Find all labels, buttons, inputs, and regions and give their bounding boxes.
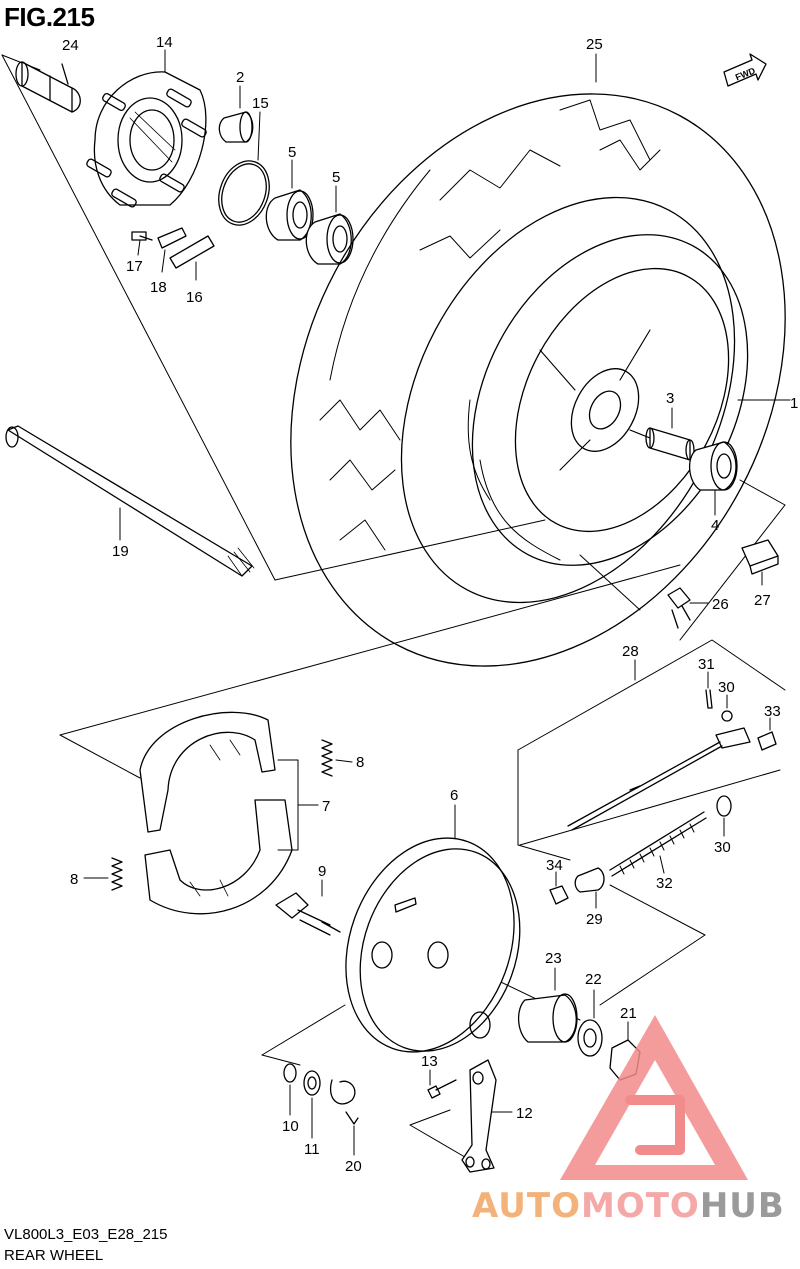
callout-22: 22: [585, 971, 602, 988]
brand-hub: HUB: [699, 1186, 785, 1226]
callout-24: 24: [62, 37, 79, 54]
part-29-joint: [574, 867, 605, 909]
part-6-brake-panel: [345, 804, 521, 1053]
part-3-spacer: [645, 407, 695, 461]
callout-4: 4: [711, 517, 719, 534]
watermark-brand: AUTOMOTOHUB: [472, 1186, 785, 1226]
callout-9: 9: [318, 863, 326, 880]
callout-29: 29: [586, 911, 603, 928]
callout-16: 16: [186, 289, 203, 306]
part-18-plate: [157, 227, 187, 273]
callout-13: 13: [421, 1053, 438, 1070]
part-8-spring-upper: [321, 739, 353, 777]
part-17-bolt: [131, 231, 153, 256]
callout-17: 17: [126, 258, 143, 275]
callout-30-upper: 30: [718, 679, 735, 696]
callout-25: 25: [586, 36, 603, 53]
part-1-rim: [467, 234, 791, 566]
part-16-lock-plate: [169, 235, 215, 281]
part-13-bolt: [427, 1069, 457, 1099]
part-30-washer-upper: [721, 694, 733, 722]
callout-3: 3: [666, 390, 674, 407]
part-26-valve: [667, 587, 709, 629]
callout-30-lower: 30: [714, 839, 731, 856]
callout-1: 1: [790, 395, 798, 412]
callout-6: 6: [450, 787, 458, 804]
brand-auto: AUTO: [472, 1186, 581, 1226]
part-28-brake-rod: [567, 659, 751, 831]
part-15-o-ring: [218, 111, 270, 226]
figure-title: FIG.215: [4, 2, 95, 32]
part-7-brake-shoe-upper: [139, 711, 276, 833]
part-24-damper-tube: [15, 61, 81, 113]
callout-15: 15: [252, 95, 269, 112]
part-33-bolt: [757, 717, 777, 751]
part-2-collar: [218, 85, 254, 143]
part-5-bearing-a: [265, 159, 314, 241]
callout-labels: 1 2 3 4 5 5 6 7 8 8 9 10 11 12 13 14 15 …: [62, 34, 798, 1175]
callout-20: 20: [345, 1158, 362, 1175]
callout-33: 33: [764, 703, 781, 720]
part-34-nut: [549, 871, 569, 905]
callout-7: 7: [322, 798, 330, 815]
callout-31: 31: [698, 656, 715, 673]
part-23-spacer: [517, 967, 578, 1043]
callout-23: 23: [545, 950, 562, 967]
part-14-hub-sprocket-mount: [86, 49, 207, 208]
brand-moto: MOTO: [580, 1186, 700, 1226]
callout-8-lower: 8: [70, 871, 78, 888]
callout-14: 14: [156, 34, 173, 51]
callout-12: 12: [516, 1105, 533, 1122]
part-31-cotter-pin: [705, 671, 713, 709]
fwd-arrow-icon: FWD: [723, 53, 767, 87]
callout-32: 32: [656, 875, 673, 892]
section-name: REAR WHEEL: [4, 1247, 104, 1264]
part-10-washer: [283, 1063, 297, 1116]
callout-5-first: 5: [288, 144, 296, 161]
callout-2: 2: [236, 69, 244, 86]
part-7-brake-shoe-lower: [144, 799, 293, 915]
callout-28: 28: [622, 643, 639, 660]
part-27-valve-cap: [741, 539, 779, 586]
part-8-spring-lower: [83, 857, 123, 891]
part-11-seal: [303, 1070, 321, 1139]
part-32-spring: [609, 811, 707, 877]
callout-8-upper: 8: [356, 754, 364, 771]
callout-19: 19: [112, 543, 129, 560]
part-25-tire: [290, 53, 786, 667]
callout-26: 26: [712, 596, 729, 613]
callout-11: 11: [304, 1141, 320, 1158]
callout-10: 10: [282, 1118, 299, 1135]
part-22-washer: [577, 989, 603, 1057]
part-30-washer-lower: [716, 795, 732, 837]
watermark-triangle-logo: [560, 1015, 748, 1180]
part-4-bearing: [689, 441, 738, 516]
part-19-axle: [5, 425, 255, 577]
part-20-return-spring: [329, 1079, 359, 1156]
model-code: VL800L3_E03_E28_215: [4, 1226, 168, 1243]
callout-21: 21: [620, 1005, 637, 1022]
part-12-brake-arm: [461, 1059, 513, 1173]
callout-27: 27: [754, 592, 771, 609]
part-9-brake-cam: [275, 879, 341, 936]
callout-34: 34: [546, 857, 563, 874]
callout-18: 18: [150, 279, 167, 296]
callout-5-second: 5: [332, 169, 340, 186]
